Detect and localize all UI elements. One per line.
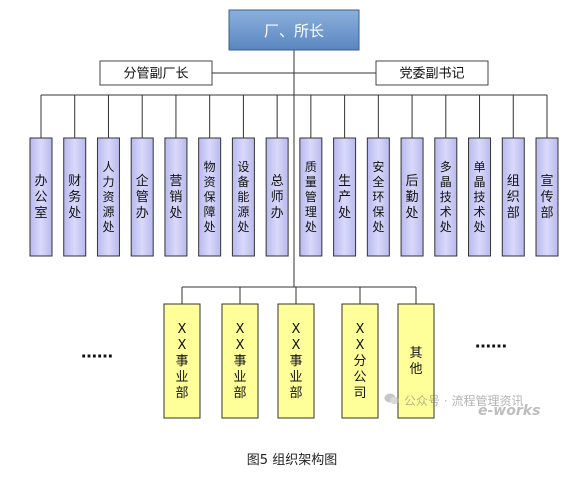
- deputy-label: 党委副书记: [399, 67, 464, 82]
- node-department: 宣传部: [535, 137, 559, 257]
- department-label: 设备能源处: [237, 160, 249, 234]
- department-box: [535, 137, 559, 257]
- node-department: 单晶技术处: [468, 137, 492, 257]
- ellipsis-right: ……: [475, 333, 507, 352]
- department-box: [468, 137, 492, 257]
- department-label: 多晶技术处: [440, 160, 452, 234]
- deputy-box: [99, 60, 213, 86]
- department-box: [434, 137, 458, 257]
- node-department: 安全环保处: [366, 137, 390, 257]
- department-label: 后勤处: [406, 174, 419, 221]
- department-box: [333, 137, 357, 257]
- department-label: 办公室: [34, 174, 47, 221]
- watermark: 公众号 · 流程管理资讯 e-works: [382, 389, 552, 419]
- node-department: 人力资源处: [96, 137, 120, 257]
- node-department: 企管办: [130, 137, 154, 257]
- node-department: 组织部: [501, 137, 525, 257]
- node-director: 厂、所长: [228, 9, 360, 51]
- node-department: 营销处: [164, 137, 188, 257]
- department-box: [400, 137, 424, 257]
- department-box: [96, 137, 120, 257]
- unit-box: [341, 303, 379, 419]
- node-department: 物资保障处: [198, 137, 222, 257]
- node-department: 质量管理处: [299, 137, 323, 257]
- department-label: 质量管理处: [305, 160, 317, 234]
- node-department: 财务处: [63, 137, 87, 257]
- department-label: 营销处: [169, 174, 182, 221]
- node-department: 总师办: [265, 137, 289, 257]
- figure-caption: 图5 组织架构图: [246, 453, 338, 468]
- department-box: [63, 137, 87, 257]
- watermark-text: 公众号 · 流程管理资讯: [404, 394, 524, 408]
- node-unit: 其他: [397, 303, 435, 419]
- node-department: 后勤处: [400, 137, 424, 257]
- department-box: [265, 137, 289, 257]
- node-deputy: 党委副书记: [375, 60, 489, 86]
- node-deputy: 分管副厂长: [99, 60, 213, 86]
- wechat-icon: [384, 393, 399, 405]
- department-label: 财务处: [68, 174, 81, 221]
- watermark-logo: e-works: [478, 403, 541, 419]
- director-label: 厂、所长: [264, 22, 324, 40]
- department-label: 总师办: [271, 174, 284, 221]
- director-box: [228, 9, 360, 51]
- department-label: 生产处: [338, 174, 351, 221]
- ellipsis-left: ……: [81, 343, 113, 362]
- unit-label: 其他: [409, 346, 422, 377]
- connector-lines: [40, 50, 548, 304]
- unit-box: [221, 303, 259, 419]
- unit-box: [163, 303, 201, 419]
- department-label: 宣传部: [540, 173, 553, 221]
- unit-box: [277, 303, 315, 419]
- department-box: [299, 137, 323, 257]
- node-department: 生产处: [333, 137, 357, 257]
- department-box: [366, 137, 390, 257]
- department-box: [198, 137, 222, 257]
- node-department: 设备能源处: [231, 137, 255, 257]
- department-box: [231, 137, 255, 257]
- department-label: 人力资源处: [102, 160, 114, 234]
- department-label: 企管办: [136, 173, 149, 221]
- department-box: [130, 137, 154, 257]
- department-box: [164, 137, 188, 257]
- department-box: [29, 137, 53, 257]
- department-label: 单晶技术处: [474, 160, 486, 234]
- department-label: 安全环保处: [372, 159, 384, 234]
- node-department: 办公室: [29, 137, 53, 257]
- department-box: [501, 137, 525, 257]
- department-label: 物资保障处: [204, 160, 216, 234]
- deputy-label: 分管副厂长: [123, 67, 188, 82]
- unit-box: [397, 303, 435, 419]
- deputy-box: [375, 60, 489, 86]
- department-label: 组织部: [507, 174, 520, 221]
- node-department: 多晶技术处: [434, 137, 458, 257]
